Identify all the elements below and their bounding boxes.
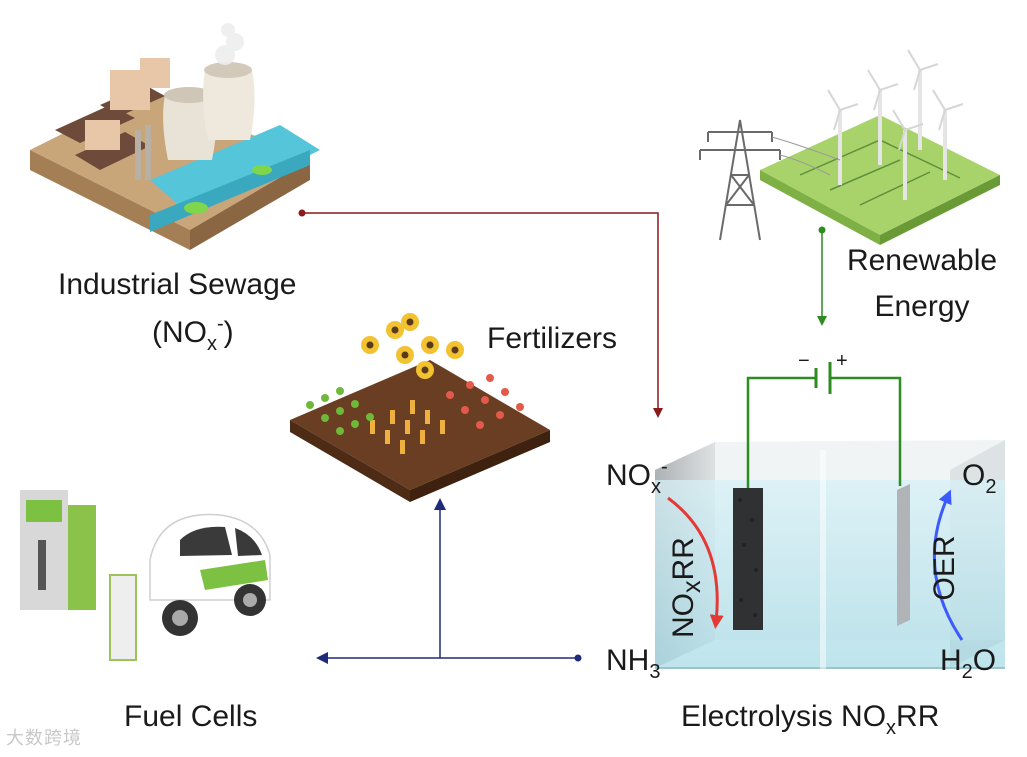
wind-farm-illustration <box>699 49 1000 245</box>
fertilizers-label: Fertilizers <box>487 322 618 355</box>
industrial-plant-illustration <box>30 23 320 250</box>
renewable-energy-label-line1: Renewable <box>846 244 998 277</box>
battery-minus-sign: − <box>798 350 810 372</box>
electrolysis-cell <box>655 362 1005 670</box>
noxrr-reaction-arrow <box>667 496 724 629</box>
nox-inlet-label: NOx- <box>606 456 668 498</box>
energy-to-cell-arrow <box>817 226 827 326</box>
oer-reaction-label: OER <box>928 535 961 601</box>
nh3-product-label: NH3 <box>606 644 661 683</box>
o2-product-label: O2 <box>962 459 997 498</box>
cathode-electrode <box>733 488 763 630</box>
oer-reaction-arrow <box>932 489 964 641</box>
noxrr-reaction-label: NOxRR <box>667 537 706 638</box>
electrolysis-noxrr-label: Electrolysis NOxRR <box>681 700 940 739</box>
industrial-sewage-label: Industrial Sewage <box>58 268 297 301</box>
watermark: 大数跨境 <box>6 728 82 748</box>
h2o-reactant-label: H2O <box>940 644 997 683</box>
external-circuit-wire <box>746 376 902 488</box>
fuel-cells-label: Fuel Cells <box>124 700 258 733</box>
renewable-energy-label-line2: Energy <box>874 290 970 323</box>
anode-electrode <box>897 484 910 626</box>
battery-plus-sign: + <box>836 350 848 372</box>
sewage-to-cell-arrow <box>298 209 663 418</box>
farmland-illustration <box>290 313 550 502</box>
fuel-cell-car-illustration <box>20 490 271 661</box>
products-arrow <box>316 498 582 664</box>
sewage-species-label: (NOx-) <box>152 313 234 355</box>
